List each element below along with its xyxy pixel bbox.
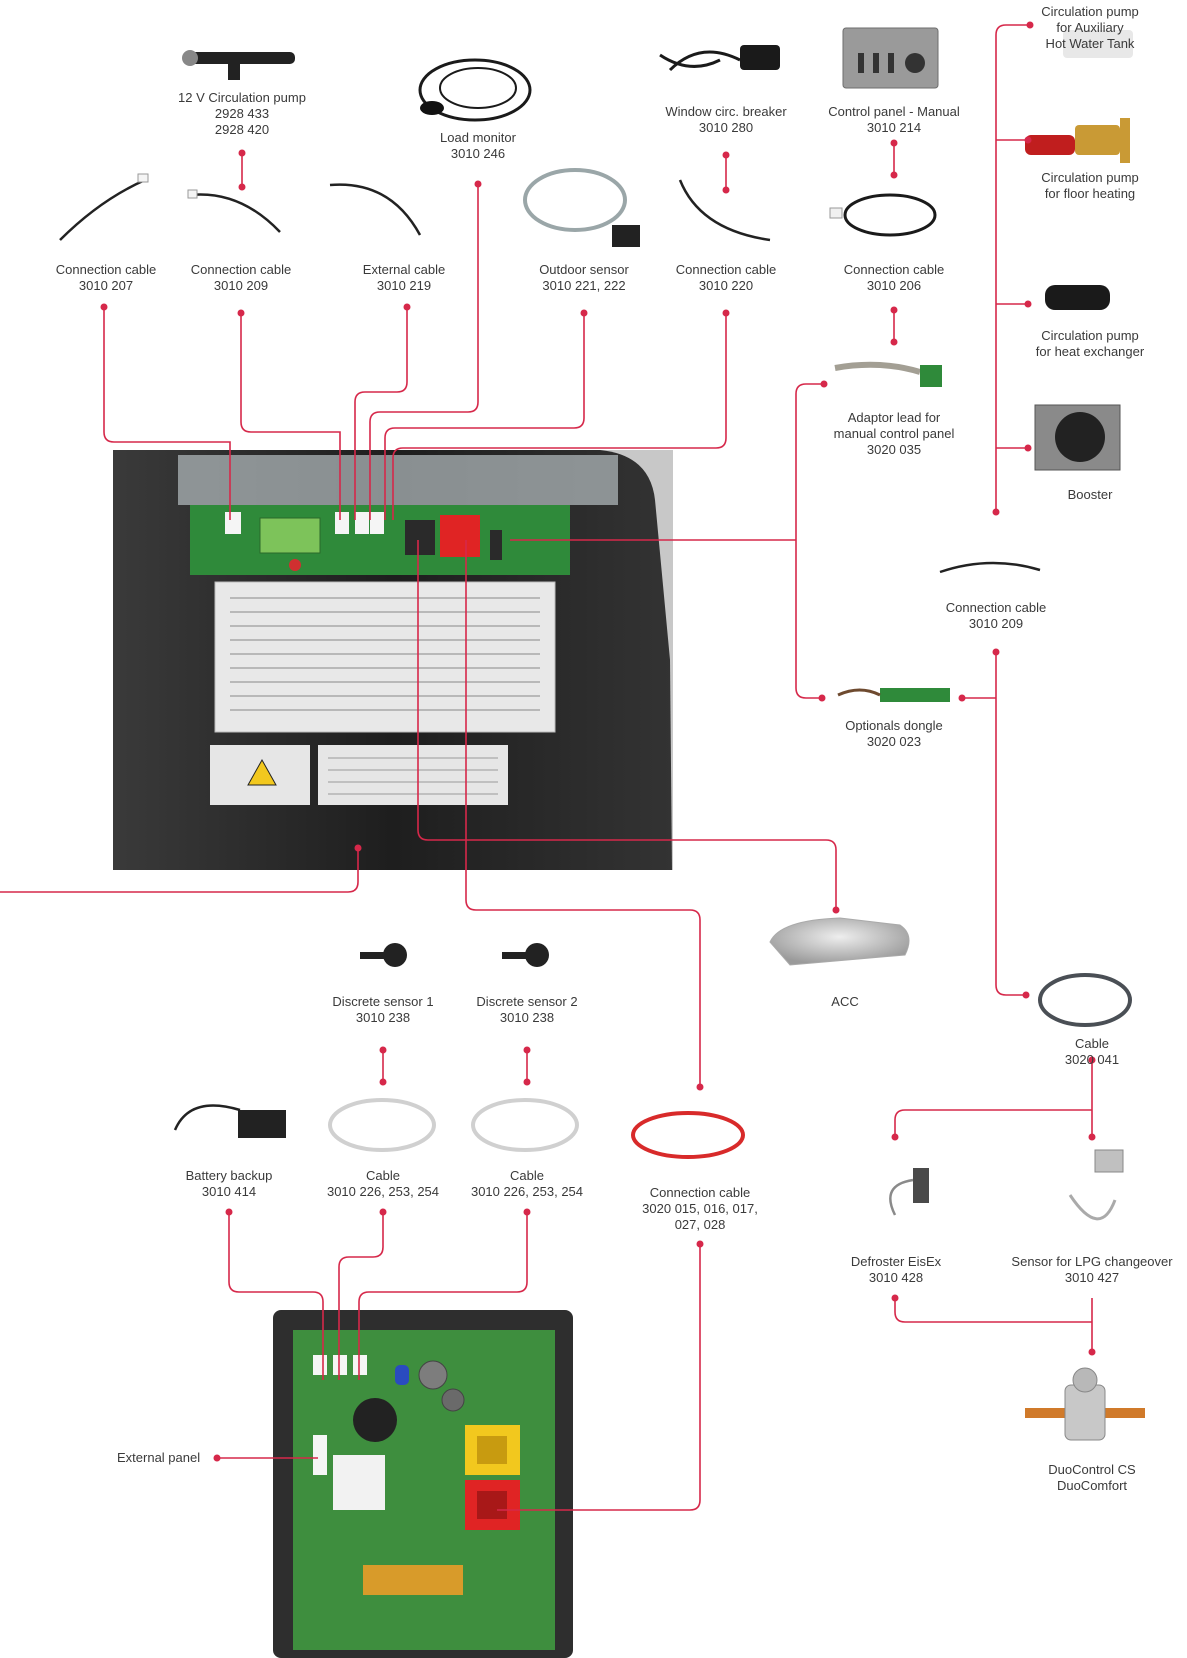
connector-dots <box>100 21 1096 1462</box>
duocontrol-image <box>1025 1367 1145 1441</box>
label-cable-207: Connection cable 3010 207 <box>55 262 157 293</box>
label-external-panel: External panel <box>117 1450 201 1465</box>
external-panel-image <box>273 1310 573 1658</box>
connector-load-monitor <box>369 184 479 520</box>
adaptor-lead-image <box>834 361 942 387</box>
connector-external-cable <box>354 307 408 520</box>
label-circ-pump-floor: Circulation pump for floor heating <box>1041 170 1139 201</box>
label-circ-pump-hx: Circulation pump for heat exchanger <box>1035 328 1145 359</box>
lpg-sensor-image <box>1068 1149 1124 1221</box>
label-lpg-sensor: Sensor for LPG changeover 3010 427 <box>1011 1254 1173 1285</box>
cable-sensor-2-image <box>471 1098 579 1152</box>
external-cable-image <box>329 183 422 236</box>
label-booster: Booster <box>1067 487 1113 502</box>
cable-209b-image <box>939 561 1041 574</box>
optionals-dongle-image <box>837 688 950 702</box>
control-panel-image <box>842 27 939 89</box>
window-breaker-image <box>659 45 780 72</box>
connector-041-split <box>894 1060 1093 1137</box>
connector-acc <box>417 540 837 910</box>
discrete-sensor-1-image <box>360 943 407 967</box>
label-discrete-sensor-2: Discrete sensor 2 3010 238 <box>476 994 578 1025</box>
label-cable-220: Connection cable 3010 220 <box>675 262 777 293</box>
connector-cable-209a <box>240 313 341 520</box>
label-external-cable: External cable 3010 219 <box>362 262 446 293</box>
label-cable-206: Connection cable 3010 206 <box>843 262 945 293</box>
label-circ-pump-12v: 12 V Circulation pump 2928 433 2928 420 <box>178 90 306 137</box>
cable-207-image <box>59 173 149 241</box>
cable-220-image <box>678 179 771 242</box>
connector-red-cable <box>465 540 701 1087</box>
black-rj-port <box>405 520 435 555</box>
label-connection-cable-red: Connection cable 3020 015, 016, 017, 027… <box>642 1185 758 1232</box>
label-defroster: Defroster EisEx 3010 428 <box>850 1254 942 1285</box>
label-circ-pump-aux: Circulation pump for Auxiliary Hot Water… <box>1041 4 1139 51</box>
booster-image <box>1034 404 1121 471</box>
defroster-image <box>889 1168 929 1216</box>
label-adaptor-lead: Adaptor lead for manual control panel 30… <box>833 410 955 457</box>
cable-041-image <box>1038 973 1132 1027</box>
circ-pump-12v-image <box>182 50 295 80</box>
connector-outdoor-sensor <box>384 313 585 520</box>
label-cable-209a: Connection cable 3010 209 <box>190 262 292 293</box>
circ-pump-floor-image <box>1025 118 1130 163</box>
connector-external-panel-red <box>497 1244 701 1511</box>
label-discrete-sensor-1: Discrete sensor 1 3010 238 <box>332 994 434 1025</box>
circ-pump-hx-image <box>1045 285 1110 310</box>
discrete-sensor-2-image <box>502 943 549 967</box>
label-window-breaker: Window circ. breaker 3010 280 <box>665 104 787 135</box>
label-battery-backup: Battery backup 3010 414 <box>185 1168 273 1199</box>
label-cable-209b: Connection cable 3010 209 <box>945 600 1047 631</box>
label-control-panel: Control panel - Manual 3010 214 <box>828 104 960 135</box>
cable-206-image <box>829 193 937 237</box>
connection-cable-red-image <box>631 1111 745 1159</box>
connector-defroster-lpg-duo <box>894 1298 1093 1352</box>
label-load-monitor: Load monitor 3010 246 <box>440 130 516 161</box>
label-acc: ACC <box>831 994 859 1009</box>
cable-209a-image <box>187 189 281 233</box>
connector-heater-left <box>0 848 359 893</box>
battery-backup-image <box>173 1104 286 1138</box>
red-rj-port <box>440 515 480 557</box>
label-outdoor-sensor: Outdoor sensor 3010 221, 222 <box>539 262 629 293</box>
acc-image <box>769 917 910 966</box>
heater-info-label <box>214 581 556 733</box>
connector-adaptor-dongle <box>795 383 824 699</box>
label-cable-sensor-2: Cable 3010 226, 253, 254 <box>470 1168 584 1199</box>
connector-cable-207 <box>103 307 231 520</box>
label-cable-sensor-1: Cable 3010 226, 253, 254 <box>326 1168 440 1199</box>
connector-209b-cable041 <box>995 652 1026 996</box>
load-monitor-image <box>418 58 532 122</box>
connector-lines <box>0 24 1093 1511</box>
outdoor-sensor-image <box>523 168 640 247</box>
connector-cable-220 <box>392 313 727 520</box>
label-optionals-dongle: Optionals dongle 3020 023 <box>845 718 943 749</box>
connector-cable-sensor-1 <box>338 1212 384 1380</box>
warning-icon <box>247 758 277 786</box>
label-cable-041: Cable 3020 041 <box>1064 1036 1120 1067</box>
label-duocontrol: DuoControl CS DuoComfort <box>1048 1462 1136 1493</box>
cable-sensor-1-image <box>328 1098 436 1152</box>
connector-cable-sensor-2 <box>358 1212 528 1380</box>
circ-pump-aux-image <box>1063 30 1133 58</box>
connector-battery <box>228 1212 324 1380</box>
connector-right-rail <box>995 24 1030 512</box>
